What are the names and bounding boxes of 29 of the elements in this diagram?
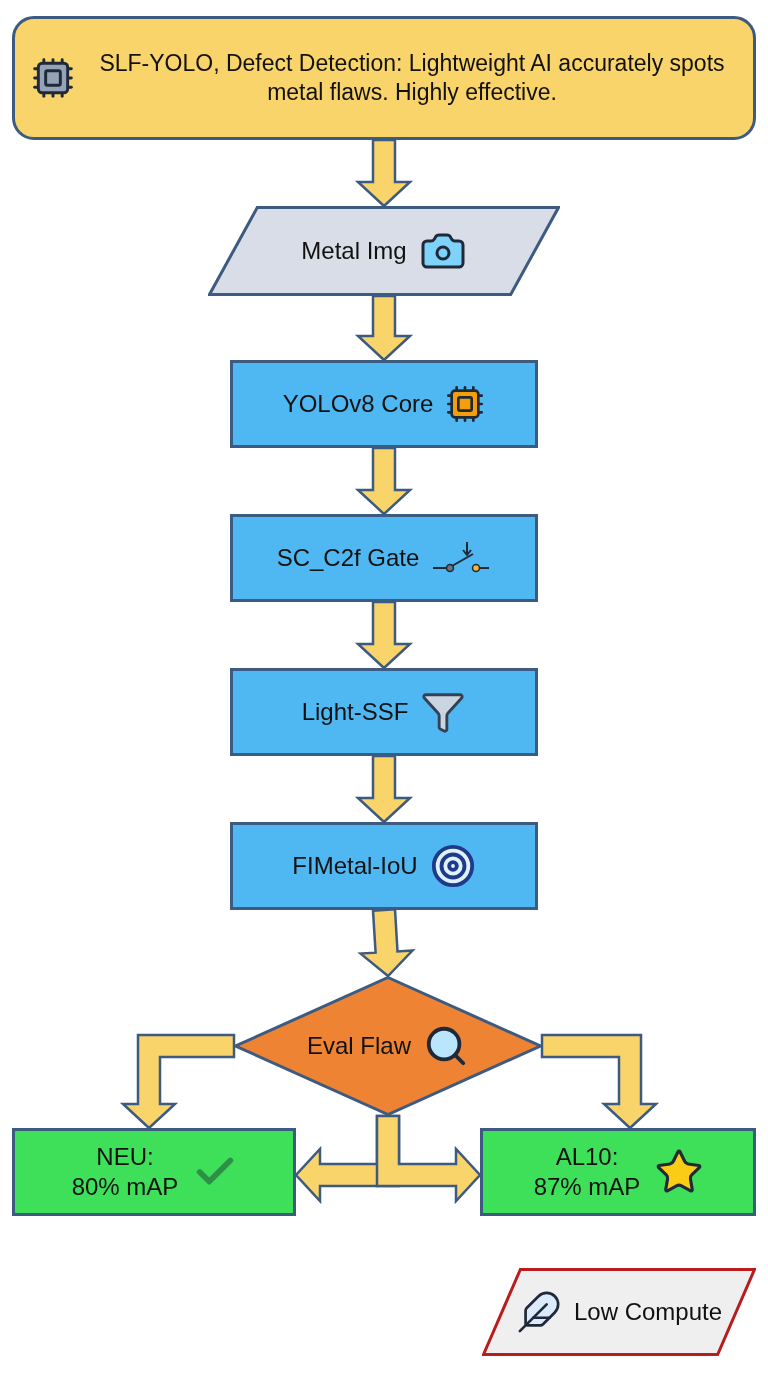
node-label: Light-SSF [301,697,409,727]
process-box [230,822,538,910]
node-label: FIMetal-IoU [292,851,418,881]
result-box [480,1128,756,1216]
node-label: Eval Flaw [307,1031,411,1061]
node-label: AL10: 87% mAP [532,1142,642,1202]
block-arrow [354,294,414,362]
result-box [12,1128,296,1216]
process-box [230,514,538,602]
node-label: Metal Img [301,236,407,266]
block-arrow [375,1114,482,1205]
block-arrow [354,754,414,824]
input-parallelogram [208,206,560,296]
block-arrow [119,1033,236,1130]
block-arrow [354,138,414,208]
node-label: NEU: 80% mAP [70,1142,180,1202]
node-label: YOLOv8 Core [282,389,434,419]
block-arrow [354,600,414,670]
node-label: SC_C2f Gate [276,543,420,573]
note-parallelogram [482,1268,756,1356]
block-arrow [540,1033,660,1130]
process-box [230,668,538,756]
node-label: Low Compute [573,1297,723,1327]
block-arrow [354,446,414,516]
decision-diamond [234,976,542,1116]
node-label: SLF-YOLO, Defect Detection: Lightweight AI accurately spots metal flaws. Highly effective. [98,49,726,107]
process-box [230,360,538,448]
block-arrow [357,907,416,978]
title-box [12,16,756,140]
